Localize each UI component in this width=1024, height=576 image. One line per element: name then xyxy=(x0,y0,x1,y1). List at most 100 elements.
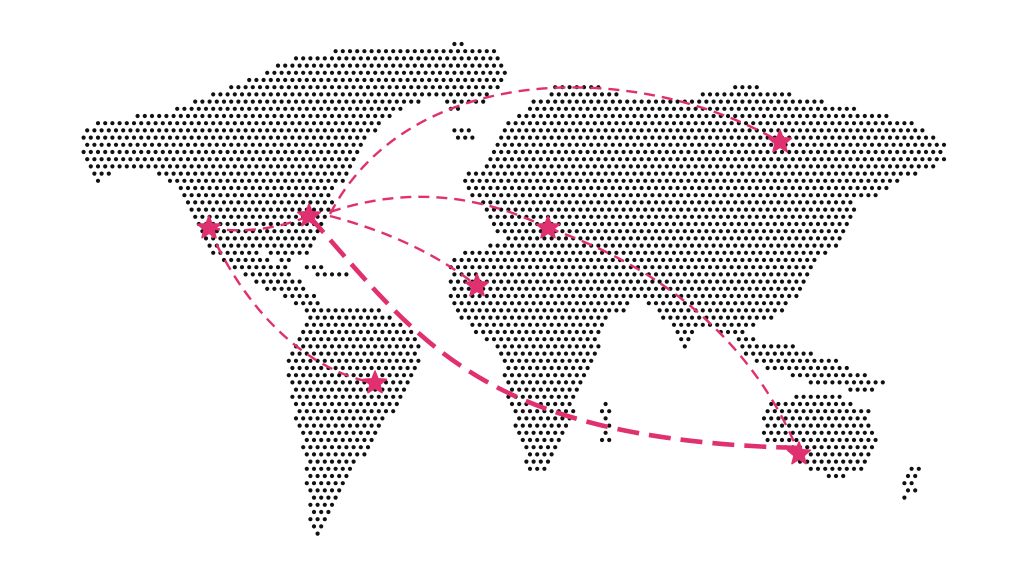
land-dot xyxy=(682,301,687,306)
land-dot xyxy=(470,308,475,313)
land-dot xyxy=(488,286,493,291)
land-dot xyxy=(812,171,817,176)
land-dot xyxy=(859,121,864,126)
land-dot xyxy=(700,265,705,270)
land-dot xyxy=(754,113,759,119)
land-dot xyxy=(254,221,259,227)
land-dot xyxy=(718,315,723,320)
land-dot xyxy=(322,70,327,75)
land-dot xyxy=(657,293,662,299)
land-dot xyxy=(830,423,835,428)
land-dot xyxy=(679,135,684,140)
land-dot xyxy=(337,459,342,464)
land-dot xyxy=(923,135,929,140)
land-dot xyxy=(387,315,392,320)
land-dot xyxy=(319,409,324,414)
land-dot xyxy=(178,171,183,176)
land-dot xyxy=(484,207,489,212)
land-dot xyxy=(535,207,540,212)
land-dot xyxy=(823,394,828,399)
land-dot xyxy=(513,365,518,371)
land-dot xyxy=(466,85,471,90)
land-dot xyxy=(326,409,331,414)
land-dot xyxy=(495,286,500,291)
land-dot xyxy=(304,293,309,299)
land-dot xyxy=(358,373,363,378)
land-dot xyxy=(283,121,288,126)
land-dot xyxy=(711,286,716,291)
land-dot xyxy=(250,214,255,219)
land-dot xyxy=(862,171,867,176)
land-dot xyxy=(855,387,860,392)
land-dot xyxy=(895,121,900,126)
land-dot xyxy=(761,113,767,119)
land-dot xyxy=(855,459,860,464)
land-dot xyxy=(297,135,302,140)
land-dot xyxy=(733,200,738,205)
land-dot xyxy=(293,142,299,147)
land-dot xyxy=(715,293,720,299)
land-dot xyxy=(214,214,219,219)
land-dot xyxy=(729,135,734,140)
land-dot xyxy=(776,257,781,263)
land-dot xyxy=(322,113,327,119)
land-dot xyxy=(380,344,385,349)
land-dot xyxy=(513,207,518,212)
land-dot xyxy=(571,265,576,270)
land-dot xyxy=(340,135,345,140)
land-dot xyxy=(826,171,831,176)
land-dot xyxy=(859,149,864,155)
land-dot xyxy=(355,365,360,371)
land-dot xyxy=(772,207,777,212)
land-dot xyxy=(697,301,702,306)
land-dot xyxy=(596,243,601,248)
land-dot xyxy=(549,308,554,313)
land-dot xyxy=(812,113,817,119)
land-dot xyxy=(859,380,864,385)
land-dot xyxy=(729,207,734,212)
land-dot xyxy=(740,286,745,291)
land-dot xyxy=(333,322,338,327)
land-dot xyxy=(837,466,842,471)
land-dot xyxy=(697,229,702,234)
land-dot xyxy=(596,214,601,219)
land-dot xyxy=(315,430,320,435)
land-dot xyxy=(563,250,569,255)
land-dot xyxy=(329,142,335,147)
land-dot xyxy=(293,229,299,234)
land-dot xyxy=(592,207,597,212)
land-dot xyxy=(679,236,684,241)
land-dot xyxy=(545,373,551,378)
land-dot xyxy=(290,63,295,68)
land-dot xyxy=(401,70,407,75)
land-dot xyxy=(355,394,360,399)
land-dot xyxy=(697,243,702,248)
land-dot xyxy=(211,164,216,169)
land-dot xyxy=(869,113,875,119)
land-dot xyxy=(848,128,853,133)
land-dot xyxy=(848,185,853,191)
land-dot xyxy=(653,99,659,104)
land-dot xyxy=(689,142,695,147)
land-dot xyxy=(715,308,720,313)
land-dot xyxy=(833,200,839,205)
land-dot xyxy=(830,207,835,212)
land-dot xyxy=(481,185,486,191)
land-dot xyxy=(337,473,342,479)
land-dot xyxy=(578,308,583,313)
land-dot xyxy=(347,337,353,342)
land-dot xyxy=(423,85,428,90)
land-dot xyxy=(639,99,644,104)
land-dot xyxy=(261,92,266,97)
land-dot xyxy=(207,128,212,133)
land-dot xyxy=(815,423,821,428)
land-dot xyxy=(643,250,648,255)
land-dot xyxy=(661,301,666,306)
land-dot xyxy=(567,315,572,320)
land-dot xyxy=(455,265,461,270)
land-dot xyxy=(567,344,572,349)
land-dot xyxy=(567,113,572,119)
land-dot xyxy=(520,207,525,212)
land-dot xyxy=(668,157,673,162)
